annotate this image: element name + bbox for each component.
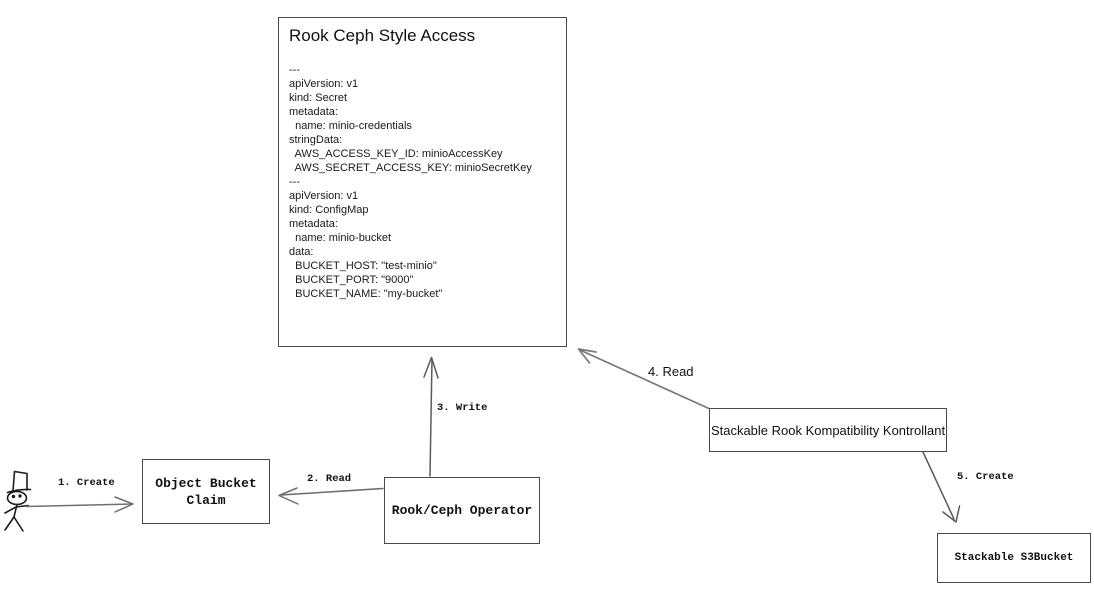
arrow-create-1	[25, 496, 134, 513]
node-rook-ceph-operator: Rook/Ceph Operator	[384, 477, 540, 544]
node-stackable-rook-kompatibility-kontrollant: Stackable Rook Kompatibility Kontrollant	[709, 408, 947, 452]
arrow-read-2	[278, 487, 384, 505]
yaml-manifest: --- apiVersion: v1 kind: Secret metadata…	[289, 64, 532, 300]
edge-label-write-3: 3. Write	[437, 402, 488, 414]
node-stackable-rook-kompatibility-kontrollant-label: Stackable Rook Kompatibility Kontrollant	[710, 422, 946, 438]
node-stackable-s3bucket-label: Stackable S3Bucket	[954, 552, 1074, 564]
arrow-read-4	[577, 348, 711, 410]
node-rook-ceph-operator-label: Rook/Ceph Operator	[391, 503, 533, 518]
main-box-title: Rook Ceph Style Access	[289, 26, 476, 45]
edge-label-read-4: 4. Read	[648, 364, 694, 379]
edge-label-create-5: 5. Create	[957, 471, 1014, 483]
user-actor-icon	[4, 470, 32, 532]
rook-ceph-style-access-box: Rook Ceph Style Access --- apiVersion: v…	[278, 17, 567, 347]
arrow-write-3	[423, 356, 439, 477]
edge-label-create-1: 1. Create	[58, 477, 115, 489]
arrow-create-5	[922, 451, 961, 523]
node-object-bucket-claim-label: Object Bucket Claim	[155, 475, 257, 508]
edge-label-read-2: 2. Read	[307, 473, 352, 485]
node-object-bucket-claim: Object Bucket Claim	[142, 459, 270, 524]
node-stackable-s3bucket: Stackable S3Bucket	[937, 533, 1091, 583]
